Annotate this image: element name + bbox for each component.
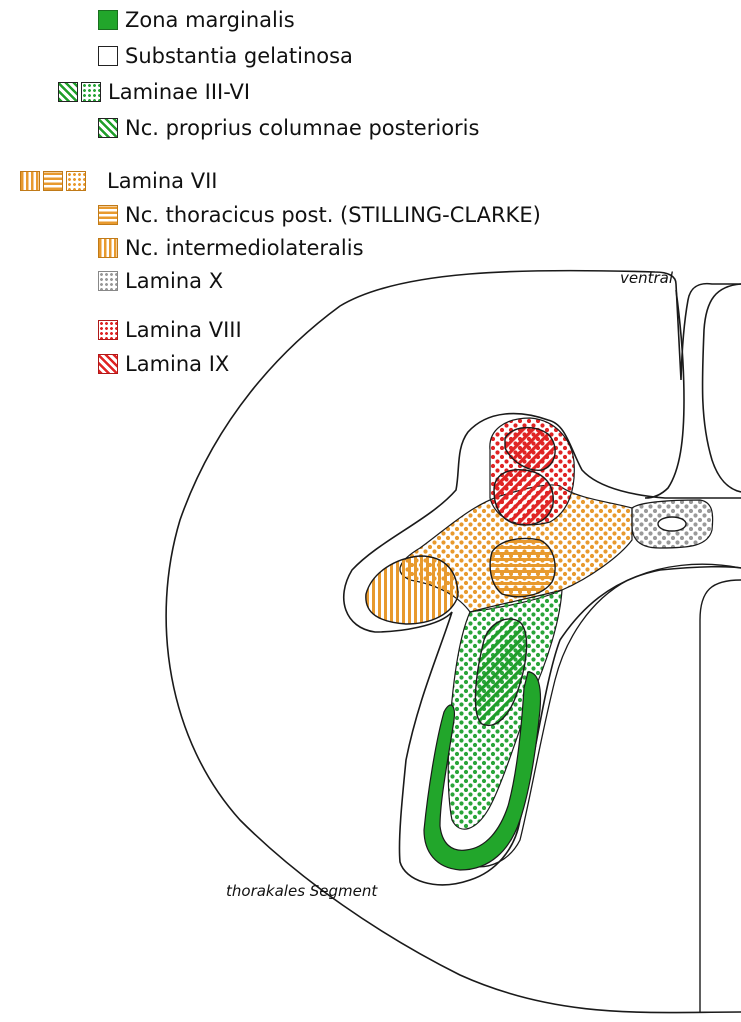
swatch-lamina-ix	[98, 354, 118, 374]
swatch-nc-thoracicus	[98, 205, 118, 225]
swatch-orange-horizontal	[43, 171, 63, 191]
legend-item-lamina-vii: Lamina VII	[20, 166, 217, 196]
legend-label: Nc. thoracicus post. (STILLING-CLARKE)	[125, 203, 541, 227]
swatch-nc-intermediolateralis	[98, 238, 118, 258]
legend-item-zona-marginalis: Zona marginalis	[98, 5, 295, 35]
swatch-orange-vertical	[20, 171, 40, 191]
swatch-orange-dots	[66, 171, 86, 191]
label-thorakales-segment: thorakales Segment	[226, 882, 378, 900]
legend-label: Lamina IX	[125, 352, 229, 376]
legend-item-nc-proprius: Nc. proprius columnae posterioris	[98, 113, 479, 143]
swatch-lamina-viii	[98, 320, 118, 340]
legend: Zona marginalis Substantia gelatinosa La…	[0, 0, 741, 400]
legend-label: Nc. proprius columnae posterioris	[125, 116, 479, 140]
legend-item-nc-intermediolateralis: Nc. intermediolateralis	[98, 233, 364, 263]
legend-item-lamina-ix: Lamina IX	[98, 349, 229, 379]
legend-item-lamina-viii: Lamina VIII	[98, 315, 242, 345]
swatch-green-dots	[81, 82, 101, 102]
legend-label: Zona marginalis	[125, 8, 295, 32]
central-canal	[658, 517, 686, 531]
region-nc-intermediolateralis	[366, 556, 458, 624]
swatch-zona-marginalis	[98, 10, 118, 30]
region-nc-thoracicus	[490, 539, 555, 597]
legend-label: Substantia gelatinosa	[125, 44, 353, 68]
legend-label: Lamina VII	[107, 169, 217, 193]
legend-item-laminae-iii-vi: Laminae III-VI	[58, 77, 250, 107]
legend-label: Lamina X	[125, 269, 223, 293]
region-lamina-ix-lower	[494, 470, 553, 525]
legend-label: Nc. intermediolateralis	[125, 236, 364, 260]
legend-item-nc-thoracicus: Nc. thoracicus post. (STILLING-CLARKE)	[98, 200, 541, 230]
swatch-substantia-gelatinosa	[98, 46, 118, 66]
legend-label: Laminae III-VI	[108, 80, 250, 104]
swatch-lamina-x	[98, 271, 118, 291]
legend-item-substantia-gelatinosa: Substantia gelatinosa	[98, 41, 353, 71]
swatch-nc-proprius	[98, 118, 118, 138]
legend-label: Lamina VIII	[125, 318, 242, 342]
swatch-green-diagonal	[58, 82, 78, 102]
legend-item-lamina-x: Lamina X	[98, 266, 223, 296]
posterior-median-septum	[700, 580, 741, 1012]
